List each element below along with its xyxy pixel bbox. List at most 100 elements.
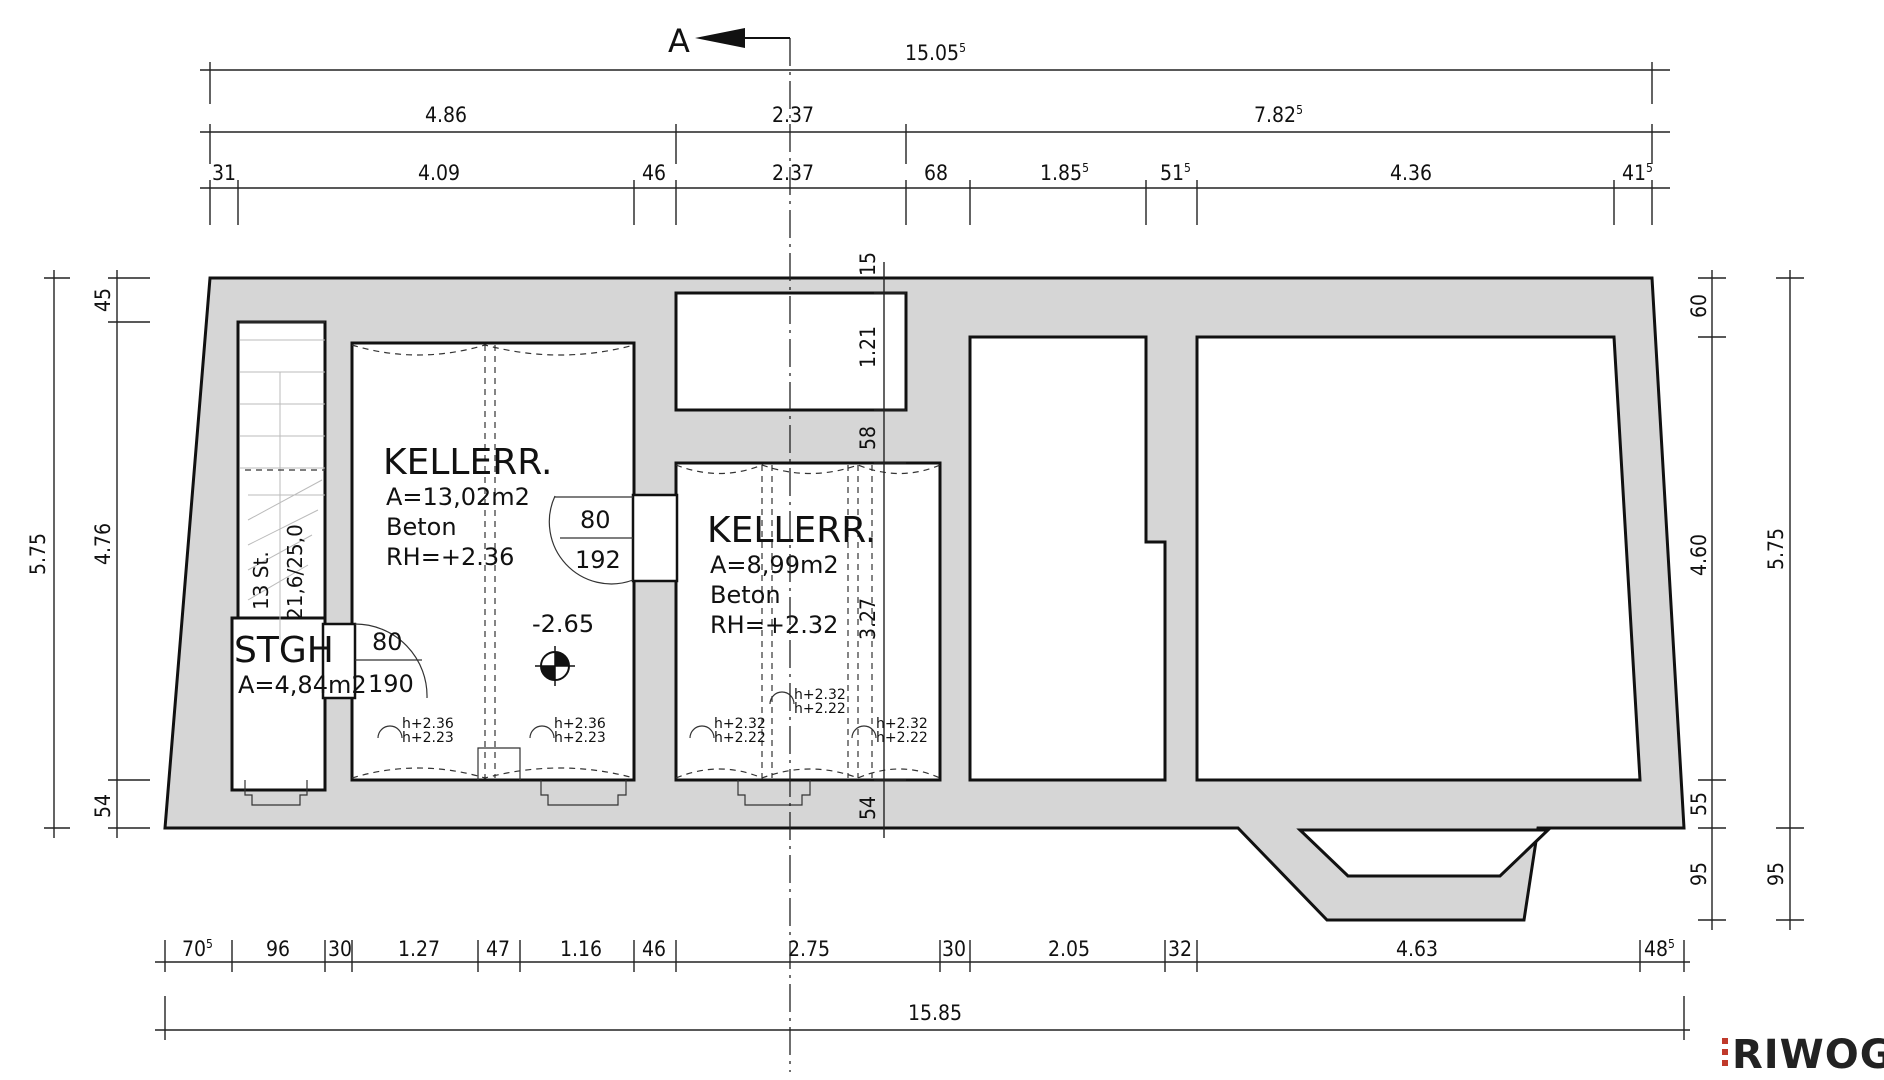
dim-bot-30b: 30 xyxy=(942,937,966,961)
dim-bot-205: 2.05 xyxy=(1048,937,1090,961)
room-name: KELLERR. xyxy=(383,442,552,483)
arch-markers: h+2.36 h+2.23 h+2.36 h+2.23 h+2.32 h+2.2… xyxy=(377,687,928,746)
room-height: RH=+2.32 xyxy=(710,611,838,639)
room-name: KELLERR. xyxy=(707,510,876,551)
dim-mid-54: 54 xyxy=(856,796,880,820)
dim-right-95: 95 xyxy=(1687,862,1711,886)
room-keller-2 xyxy=(674,461,942,782)
dim-mid-121: 1.21 xyxy=(856,326,880,368)
vault-dashes xyxy=(351,344,941,779)
door-opening-stgh xyxy=(321,622,357,700)
room-area: A=4,84m2 xyxy=(238,671,367,699)
door-keller-2: 80 192 xyxy=(548,495,634,585)
dim-mid-15: 15 xyxy=(856,252,880,276)
room-area: A=8,99m2 xyxy=(710,551,839,579)
room-area: A=13,02m2 xyxy=(386,483,530,511)
dim-top-1855: 1.855 xyxy=(1040,161,1089,185)
dim-top-415: 415 xyxy=(1622,161,1653,185)
niche-keller-1b xyxy=(477,747,521,780)
level-symbol xyxy=(535,646,575,686)
section-label: A xyxy=(668,22,690,60)
dim-top-486: 4.86 xyxy=(425,103,467,127)
niche-keller-1 xyxy=(540,780,627,806)
dim-top-overall: 15.055 xyxy=(905,41,966,65)
dim-right-55: 55 xyxy=(1687,792,1711,816)
arch-height-top: h+2.36 xyxy=(402,716,454,732)
logo-text: RIWOG xyxy=(1732,1032,1884,1078)
room-height: RH=+2.36 xyxy=(386,543,514,571)
bottom-dims: 705 96 30 1.27 47 1.16 46 2.75 30 2.05 3… xyxy=(155,937,1690,1040)
door-width: 80 xyxy=(580,506,611,534)
room-light-well xyxy=(1296,828,1552,878)
dim-bot-47: 47 xyxy=(486,937,510,961)
room-store xyxy=(674,291,908,412)
arch-height-top: h+2.32 xyxy=(794,687,846,703)
arch-height-top: h+2.32 xyxy=(714,716,766,732)
dim-bot-275: 2.75 xyxy=(788,937,830,961)
door-height: 190 xyxy=(368,670,414,698)
mid-vertical-dims: 15 1.21 58 3.27 54 xyxy=(856,252,906,838)
arch-height-bottom: h+2.22 xyxy=(794,701,846,717)
arch-height-top: h+2.36 xyxy=(554,716,606,732)
dim-bot-116: 1.16 xyxy=(560,937,602,961)
room-floor: Beton xyxy=(710,581,781,609)
stair-lines xyxy=(240,321,325,640)
dim-bot-485: 485 xyxy=(1644,937,1675,961)
niche-keller-2 xyxy=(737,780,811,806)
dim-bot-30a: 30 xyxy=(328,937,352,961)
dim-bot-32: 32 xyxy=(1168,937,1192,961)
dim-bot-96: 96 xyxy=(266,937,290,961)
dim-top-31: 31 xyxy=(212,161,236,185)
arch-height-bottom: h+2.23 xyxy=(402,730,454,746)
stair-steps: 13 St. xyxy=(249,551,273,610)
left-dims: 5.75 45 4.76 54 xyxy=(26,270,150,838)
door-opening-keller xyxy=(631,493,679,583)
room-keller-1 xyxy=(350,341,636,782)
stair-ratio: 21,6/25,0 xyxy=(283,524,307,620)
dim-top-68: 68 xyxy=(924,161,948,185)
dim-mid-58: 58 xyxy=(856,426,880,450)
dim-bot-127: 1.27 xyxy=(398,937,440,961)
dim-top-436: 4.36 xyxy=(1390,161,1432,185)
dim-bot-overall: 15.85 xyxy=(908,1001,962,1025)
dim-left-575: 5.75 xyxy=(26,533,50,575)
room-name: STGH xyxy=(234,630,334,671)
dim-top-515: 515 xyxy=(1160,161,1191,185)
label-keller-2: KELLERR. A=8,99m2 Beton RH=+2.32 xyxy=(707,510,876,639)
arch-height-top: h+2.32 xyxy=(876,716,928,732)
label-keller-1: KELLERR. A=13,02m2 Beton RH=+2.36 xyxy=(383,442,552,571)
room-stair-hall-lower xyxy=(230,616,327,792)
door-stgh: 80 190 xyxy=(354,623,428,699)
dim-left-54: 54 xyxy=(91,794,115,818)
dim-left-476: 4.76 xyxy=(91,523,115,565)
dim-mid-327: 3.27 xyxy=(856,598,880,640)
door-height: 192 xyxy=(575,546,621,574)
dim-right-460: 4.60 xyxy=(1687,534,1711,576)
dim-right-95b: 95 xyxy=(1764,862,1788,886)
top-dims: 15.055 4.86 2.37 7.825 31 4.09 46 2.37 6… xyxy=(200,41,1670,225)
dim-bot-705: 705 xyxy=(182,937,213,961)
room-east-1 xyxy=(968,335,1167,782)
dim-top-237a: 2.37 xyxy=(772,103,814,127)
arch-height-bottom: h+2.22 xyxy=(714,730,766,746)
dim-top-237b: 2.37 xyxy=(772,161,814,185)
dim-bot-463: 4.63 xyxy=(1396,937,1438,961)
dim-top-7825: 7.825 xyxy=(1254,103,1303,127)
room-east-2 xyxy=(1195,335,1642,782)
dim-right-60: 60 xyxy=(1687,294,1711,318)
right-dims: 60 4.60 55 95 5.75 95 xyxy=(1687,270,1804,930)
dim-top-46: 46 xyxy=(642,161,666,185)
niche-stgh xyxy=(244,780,308,806)
dim-top-409: 4.09 xyxy=(418,161,460,185)
level-value: -2.65 xyxy=(532,610,594,638)
door-width: 80 xyxy=(372,628,403,656)
arch-height-bottom: h+2.23 xyxy=(554,730,606,746)
arch-height-bottom: h+2.22 xyxy=(876,730,928,746)
section-marker: A xyxy=(668,22,790,60)
label-stgh: STGH A=4,84m2 xyxy=(234,630,367,699)
dim-left-45: 45 xyxy=(91,288,115,312)
room-floor: Beton xyxy=(386,513,457,541)
riwog-logo: RIWOG xyxy=(1722,1032,1884,1078)
dim-right-575: 5.75 xyxy=(1764,528,1788,570)
